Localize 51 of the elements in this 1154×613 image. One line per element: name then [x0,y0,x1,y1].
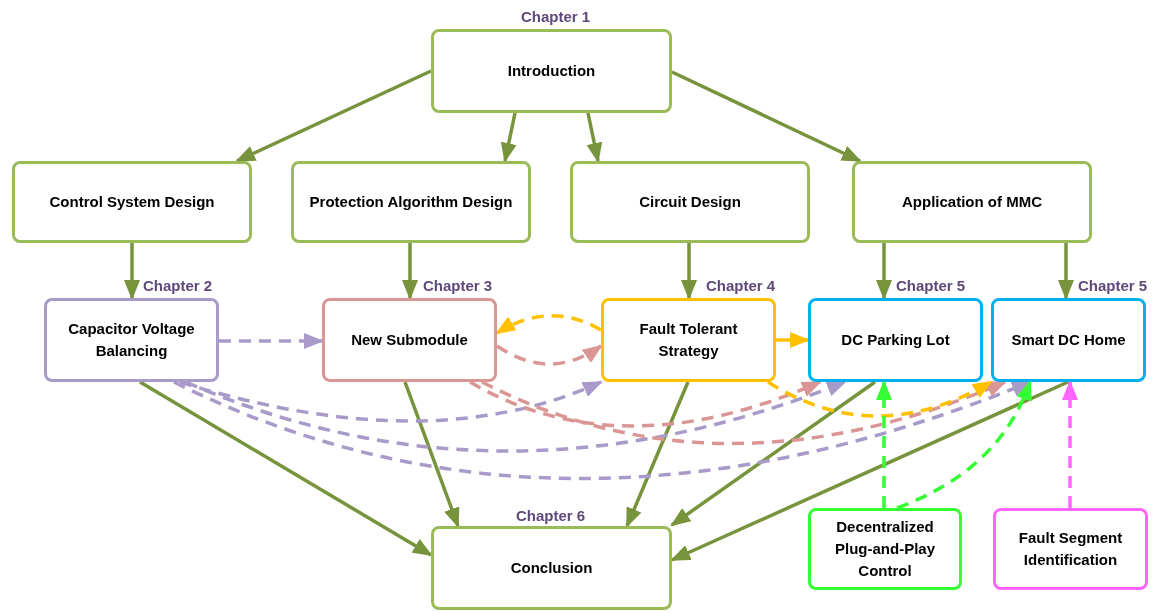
arrow [776,332,810,348]
arrow [402,243,418,300]
process-box [570,161,810,243]
chapter-label: Chapter 2 [143,276,213,296]
arrow [670,380,1069,562]
arrow [876,243,892,300]
box-label: Control System Design [49,192,215,212]
process-box [993,508,1148,590]
arrow [586,112,603,163]
dashed-arrow [179,380,603,423]
arrow [139,380,433,557]
chapter-label: Chapter 6 [516,506,586,526]
arrow [235,69,432,163]
box-label: New Submodule [351,330,468,350]
box-label: Conclusion [510,558,593,578]
box-label: Fault Tolerant Strategy [638,319,739,361]
dashed-arrow [1062,380,1078,508]
arrow [403,381,460,528]
dashed-arrow [481,380,1007,446]
process-box [12,161,252,243]
box-label: Capacitor Voltage Balancing [67,319,196,361]
chapter-label: Chapter 5 [896,276,966,296]
dashed-arrow [469,380,822,428]
box-label: DC Parking Lot [841,330,950,350]
chapter-label: Chapter 1 [521,7,591,27]
dashed-arrow [496,344,603,366]
arrow [500,112,517,163]
arrow [1058,243,1074,300]
arrow [625,381,690,528]
box-label: Introduction [507,61,596,81]
box-label: Fault Segment Identification [1017,528,1124,570]
box-label: Application of MMC [902,192,1042,212]
box-label: Decentralized Plug-and-Play Control [834,517,936,581]
box-label: Smart DC Home [1011,330,1126,350]
process-box [852,161,1092,243]
arrow [671,70,862,163]
chapter-label: Chapter 3 [423,276,493,296]
process-box [291,161,531,243]
box-label: Protection Algorithm Design [309,192,513,212]
arrow [670,380,876,527]
chapter-label: Chapter 4 [706,276,776,296]
box-label: Circuit Design [639,192,741,212]
process-box [808,508,962,590]
dashed-arrow [495,314,602,335]
arrow [681,243,697,300]
dashed-arrow [219,333,324,349]
dashed-arrow [876,380,892,508]
dashed-arrow [896,380,1032,510]
chapter-label: Chapter 5 [1078,276,1148,296]
dashed-arrow [767,380,993,418]
arrow [124,243,140,300]
